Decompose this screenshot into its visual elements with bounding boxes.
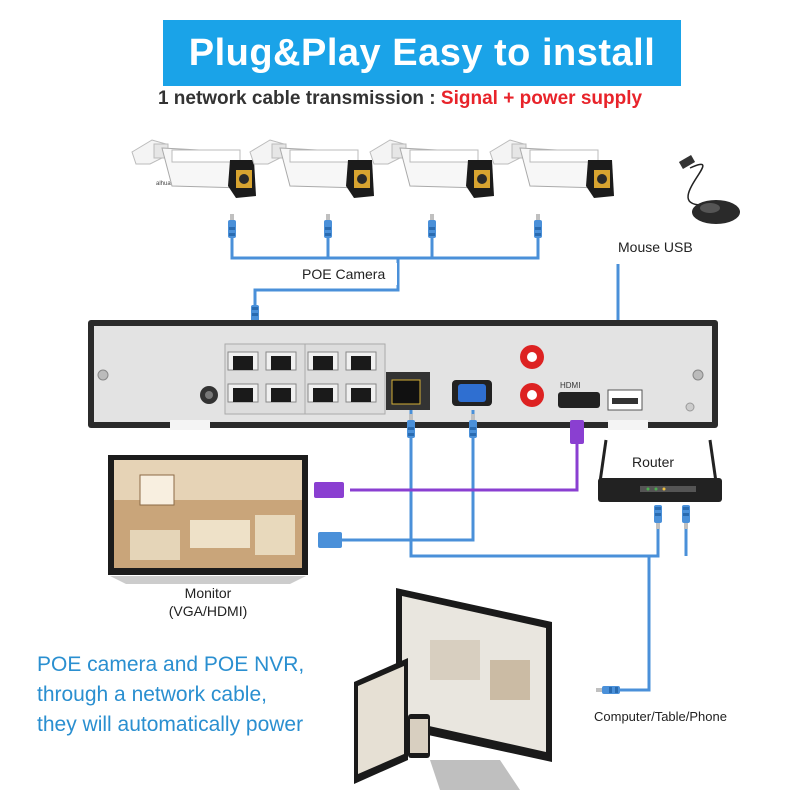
usb-mouse <box>678 155 740 224</box>
hdmi-plug <box>570 420 584 444</box>
camera-3 <box>369 139 495 199</box>
description-line-3: they will automatically power <box>37 713 304 736</box>
mouse-usb-label: Mouse USB <box>618 239 693 255</box>
monitor-types-label: (VGA/HDMI) <box>169 603 248 619</box>
description-line-2: through a network cable, <box>37 683 267 706</box>
camera-2 <box>249 139 375 199</box>
camera-brand-1: alhua <box>156 181 171 187</box>
title-banner: Plug&Play Easy to install <box>163 20 681 86</box>
monitor-label: Monitor <box>185 585 232 601</box>
subtitle-prefix: 1 network cable transmission : <box>157 88 436 109</box>
subtitle-highlight: Signal + power supply <box>440 88 643 109</box>
description-text: POE camera and POE NVR, through a networ… <box>37 650 304 740</box>
nvr-recorder: HDMI <box>88 320 718 430</box>
hdmi-plug-monitor <box>314 482 344 498</box>
computer-label: Computer/Table/Phone <box>594 709 727 724</box>
monitor <box>108 455 308 584</box>
description-line-1: POE camera and POE NVR, <box>37 653 305 676</box>
page-title: Plug&Play Easy to install <box>188 31 656 74</box>
camera-1 <box>131 139 257 199</box>
subtitle: 1 network cable transmission : Signal + … <box>0 88 800 110</box>
svg-text:HDMI: HDMI <box>560 381 580 390</box>
computer-devices <box>354 588 552 790</box>
camera-4 <box>489 139 615 199</box>
poe-camera-label: POE Camera <box>302 266 385 282</box>
router: Router <box>598 439 722 529</box>
vga-plug-monitor <box>318 532 342 548</box>
router-label: Router <box>632 454 674 470</box>
